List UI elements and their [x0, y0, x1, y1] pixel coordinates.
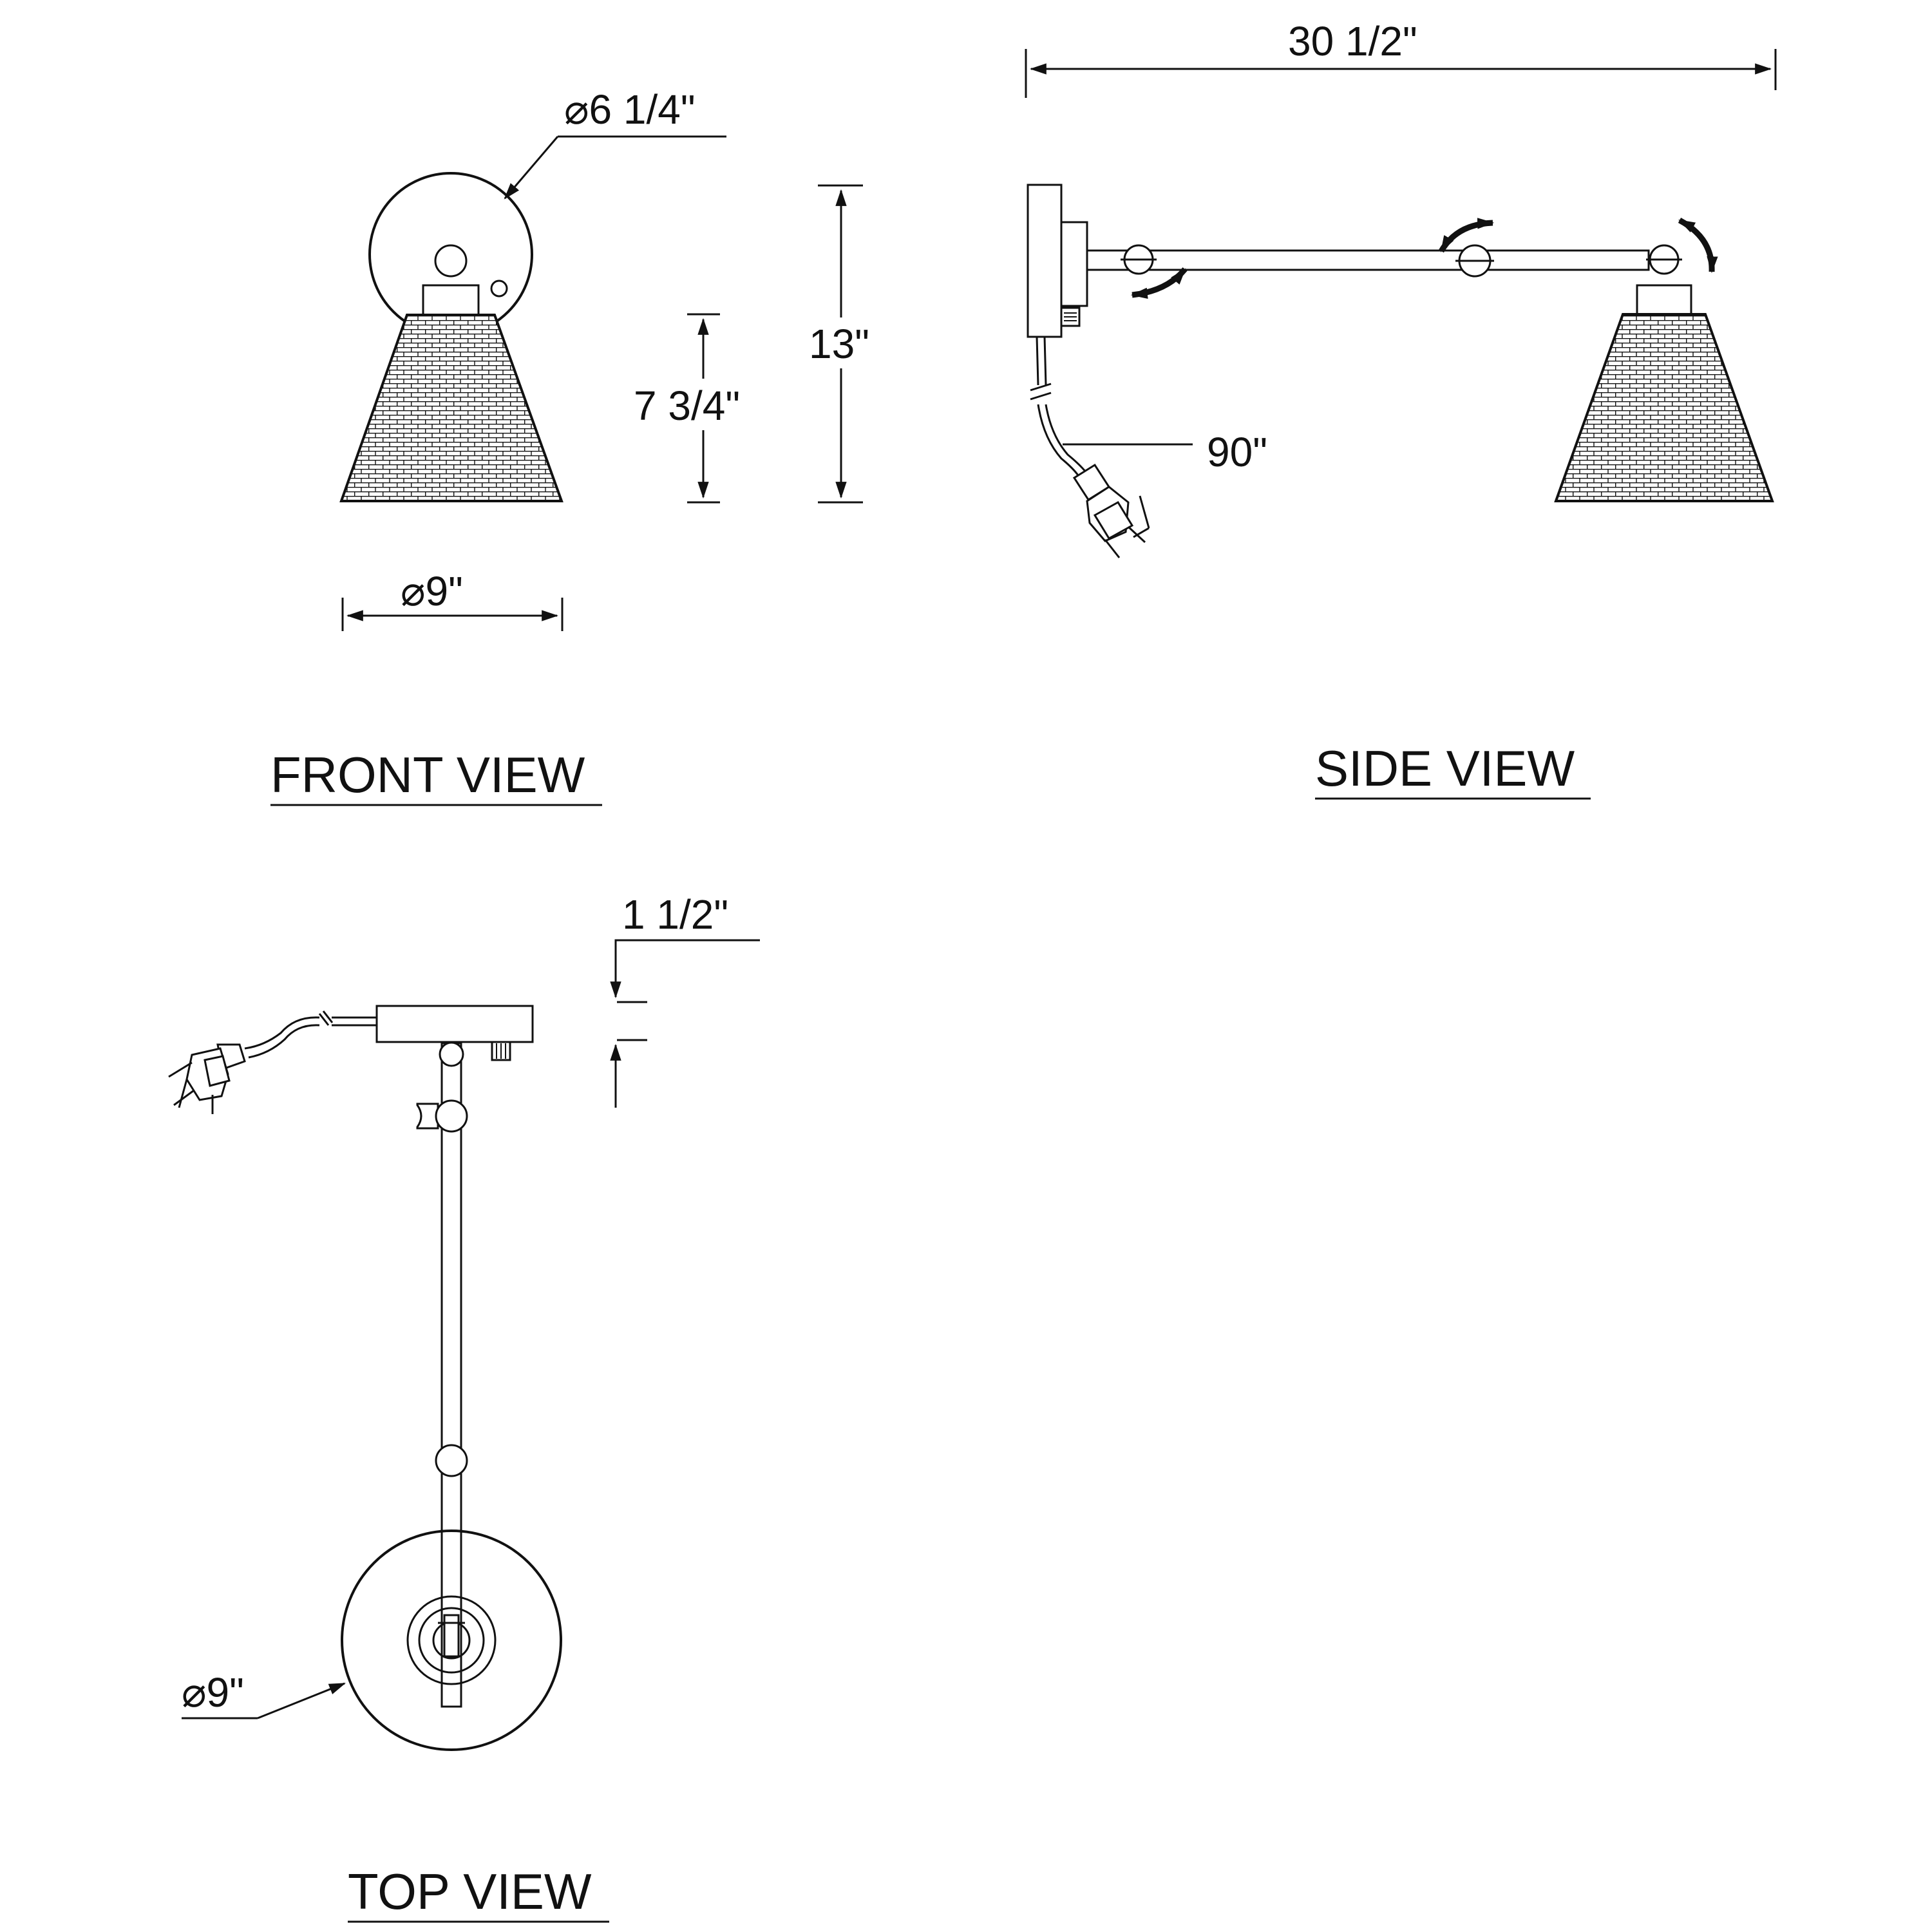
dim-backplate-diameter: ⌀6 1/4" — [504, 86, 726, 200]
side-view-title-text: SIDE VIEW — [1315, 740, 1575, 797]
side-view: 30 1/2" — [1025, 18, 1777, 800]
dim-shade-height: 7 3/4" — [634, 313, 740, 504]
shade-neck — [1636, 284, 1692, 316]
side-view-title: SIDE VIEW — [1315, 740, 1591, 800]
joint-top-2-flange — [416, 1103, 439, 1130]
backplate-side — [1027, 184, 1063, 338]
shade-top-ring — [406, 1595, 497, 1685]
rotate-arrow-3-icon — [1678, 218, 1718, 274]
extension-label: 30 1/2" — [1288, 18, 1417, 64]
plug-top-icon — [168, 1043, 246, 1114]
top-view-title: TOP VIEW — [348, 1863, 609, 1923]
shade-top-outer — [341, 1530, 562, 1751]
switch-dot — [490, 279, 508, 298]
shade-diameter-front-label: ⌀9" — [401, 568, 463, 614]
front-view: ⌀6 1/4" 13" 7 3/4" ⌀9" FRONT VIEW — [270, 86, 869, 806]
knuckle — [434, 244, 468, 278]
rotation-arrows — [1130, 218, 1718, 299]
shade-diameter-top-label: ⌀9" — [182, 1669, 244, 1716]
depth-label: 1 1/2" — [622, 891, 728, 938]
mesh-shade-side — [1554, 313, 1774, 502]
arm-outer — [1480, 249, 1650, 271]
shade-height-label: 7 3/4" — [634, 383, 740, 429]
backplate-top — [375, 1005, 534, 1043]
dim-shade-diameter-front: ⌀9" — [341, 568, 564, 631]
dim-depth: 1 1/2" — [610, 891, 760, 1108]
joint-top-2 — [435, 1099, 468, 1133]
plug-side-icon — [1072, 463, 1150, 558]
mesh-shade — [339, 314, 564, 502]
joint-top-3 — [435, 1444, 468, 1477]
backplate-diameter-label: ⌀6 1/4" — [564, 86, 696, 133]
rotate-arrow-1-icon — [1130, 267, 1188, 299]
front-view-title: FRONT VIEW — [270, 746, 602, 806]
joint-1 — [1121, 244, 1157, 275]
side-lamp — [1027, 184, 1774, 502]
cord-side — [1030, 336, 1090, 480]
front-view-title-text: FRONT VIEW — [270, 746, 585, 803]
dim-cord-length: 90" — [1063, 429, 1267, 475]
top-lamp — [341, 1005, 562, 1751]
socket-cap — [422, 284, 480, 316]
top-view: 1 1/2" ⌀9" TOP VIEW — [168, 891, 760, 1923]
cord-top — [244, 1010, 377, 1059]
mount-block — [1060, 221, 1088, 307]
dim-shade-diameter-top: ⌀9" — [182, 1669, 346, 1719]
joint-top-1 — [439, 1041, 464, 1067]
dim-overall-height: 13" — [809, 184, 869, 504]
dim-extension: 30 1/2" — [1025, 18, 1777, 98]
rotate-arrow-2-icon — [1439, 218, 1495, 253]
shade-top-ring-inner — [418, 1607, 485, 1674]
cord-length-label: 90" — [1207, 429, 1267, 475]
front-lamp — [339, 172, 564, 502]
overall-height-label: 13" — [809, 321, 869, 367]
joint-3 — [1646, 244, 1682, 275]
top-view-title-text: TOP VIEW — [348, 1863, 592, 1920]
